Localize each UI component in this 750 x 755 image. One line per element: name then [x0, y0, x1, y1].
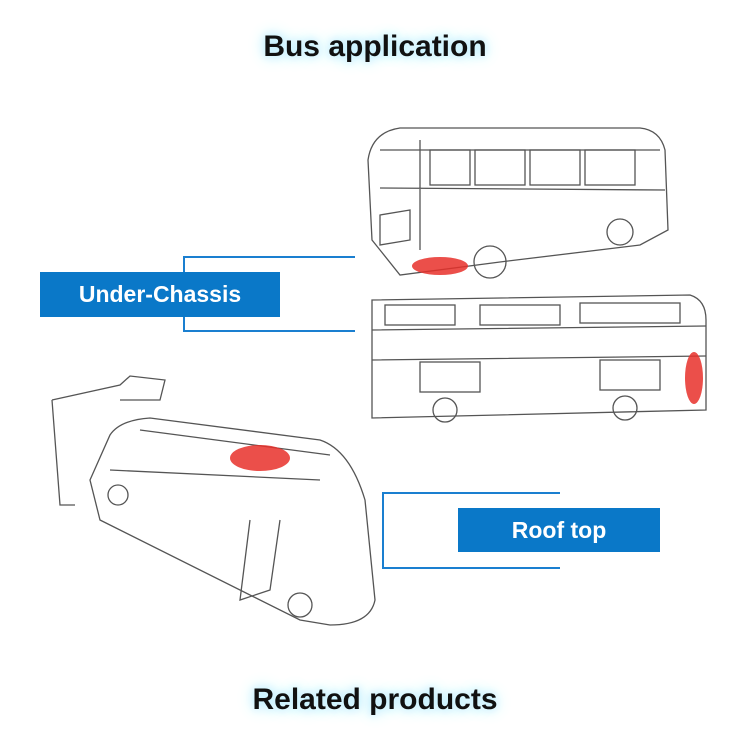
under-chassis-highlight-coach: [412, 257, 468, 275]
connector-line: [382, 492, 560, 494]
under-chassis-label: Under-Chassis: [40, 272, 280, 317]
footer-title: Related products: [252, 683, 498, 716]
double-decker-illustration: [371, 294, 707, 423]
coach-bus-illustration: [367, 127, 669, 279]
connector-line: [183, 330, 355, 332]
under-chassis-highlight-double-decker: [685, 352, 703, 404]
electric-bus-charging-illustration: [51, 375, 376, 626]
connector-line: [382, 567, 560, 569]
roof-top-highlight: [230, 445, 290, 471]
roof-top-label: Roof top: [458, 508, 660, 552]
page-title: Bus application: [263, 30, 487, 63]
connector-line: [382, 492, 384, 569]
connector-line: [183, 256, 355, 258]
